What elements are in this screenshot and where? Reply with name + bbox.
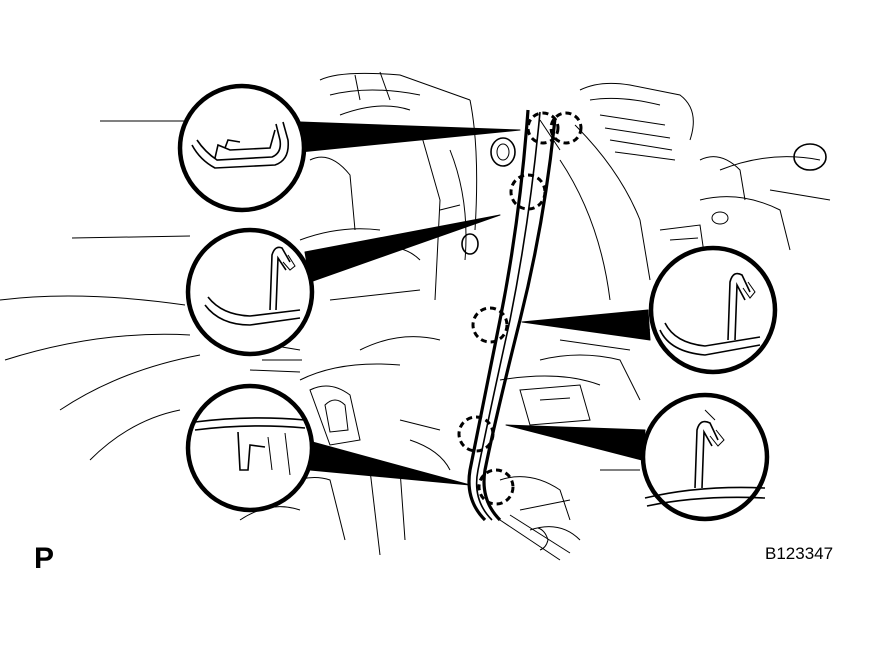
clip-marker-middle — [471, 306, 509, 344]
leader-top — [299, 121, 521, 153]
callout-upper — [185, 227, 315, 357]
figure-id: B123347 — [765, 544, 834, 563]
leader-middle — [521, 309, 651, 341]
callout-middle — [648, 245, 778, 375]
clip-marker-top-2 — [549, 111, 583, 145]
leader-upper — [304, 214, 501, 283]
clip-marker-top — [526, 111, 560, 145]
pillar-garnish — [467, 109, 557, 522]
leader-lines — [299, 121, 651, 486]
clip-marker-bottom — [477, 468, 515, 506]
clip-markers — [457, 111, 583, 506]
callout-lower — [640, 392, 770, 522]
clip-marker-lower — [457, 415, 495, 453]
callout-bottom — [185, 383, 315, 513]
interior-linework — [0, 71, 831, 561]
view-label: P — [34, 542, 55, 575]
clip-marker-upper — [509, 173, 547, 211]
leader-lower — [505, 424, 646, 461]
callout-top — [177, 83, 307, 213]
